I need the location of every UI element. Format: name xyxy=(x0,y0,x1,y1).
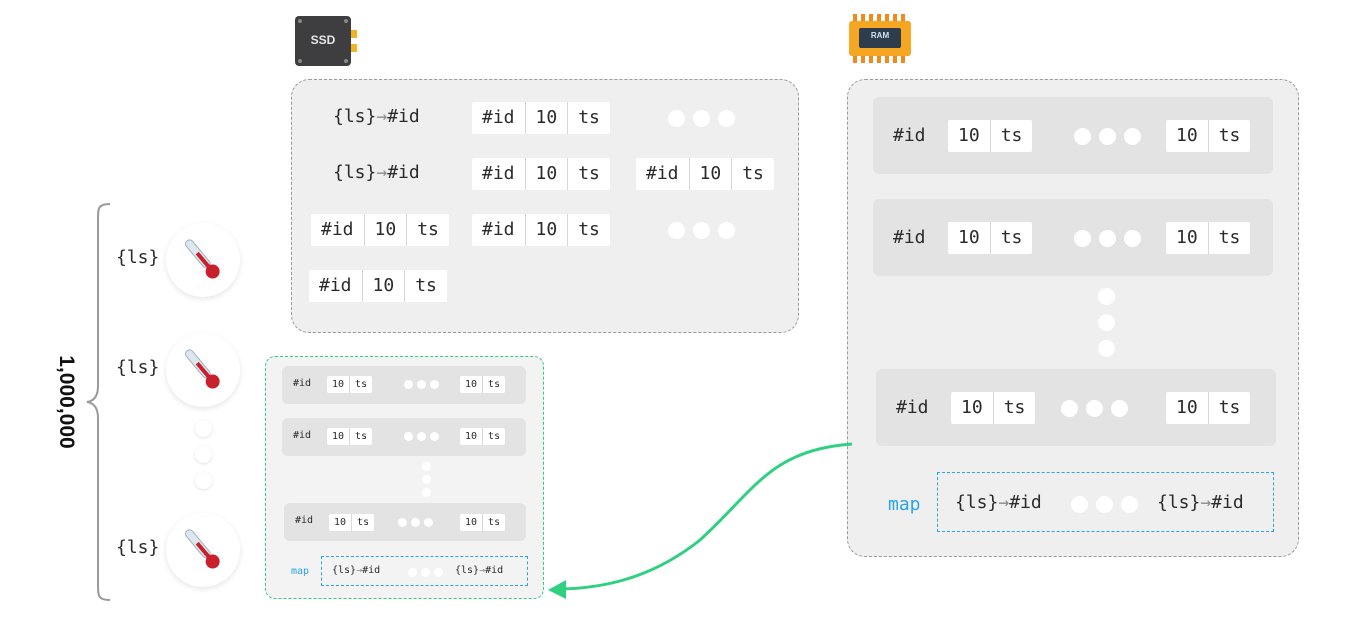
ellipsis-dots xyxy=(404,432,439,441)
ellipsis-dots xyxy=(1061,400,1128,417)
map-label: map xyxy=(888,494,921,515)
map-box xyxy=(937,472,1274,532)
map-entry: {ls}→#id xyxy=(955,492,1042,513)
series-id: #id xyxy=(893,227,926,248)
ellipsis-dots xyxy=(1071,496,1138,513)
ssd-map-key: {ls}→#id xyxy=(333,162,420,183)
flush-arrow xyxy=(548,442,853,599)
map-box xyxy=(321,556,528,586)
ssd-map-key: {ls}→#id xyxy=(333,106,420,127)
map-label: map xyxy=(291,566,310,577)
ssd-icon: SSD xyxy=(295,16,357,66)
map-entry: {ls}→#id xyxy=(1157,492,1244,513)
ellipsis-dots xyxy=(404,380,439,389)
ram-icon-label: RAM xyxy=(870,31,890,40)
series-id: #id xyxy=(293,378,312,389)
series-id: #id xyxy=(896,397,929,418)
map-entry: {ls}→#id xyxy=(455,565,504,576)
map-entry: {ls}→#id xyxy=(332,565,381,576)
series-id: #id xyxy=(893,125,926,146)
ellipsis-dots xyxy=(668,222,735,239)
curly-brace xyxy=(86,203,111,601)
vertical-ellipsis xyxy=(195,420,212,489)
thermometer-icon xyxy=(166,333,240,407)
ellipsis-dots xyxy=(1074,128,1141,145)
sensor-label: {ls} xyxy=(116,537,160,558)
vertical-ellipsis xyxy=(1098,288,1115,357)
ram-icon: RAM xyxy=(849,14,911,64)
sensor-label: {ls} xyxy=(116,247,160,268)
ellipsis-dots xyxy=(668,110,735,127)
thermometer-icon xyxy=(166,513,240,587)
ellipsis-dots xyxy=(1074,230,1141,247)
vertical-ellipsis xyxy=(422,462,431,497)
series-id: #id xyxy=(295,515,314,526)
ellipsis-dots xyxy=(408,568,443,577)
series-id: #id xyxy=(293,430,312,441)
thermometer-icon xyxy=(166,223,240,297)
sensor-label: {ls} xyxy=(116,357,160,378)
count-label: 1,000,000 xyxy=(55,355,78,449)
ssd-icon-label: SSD xyxy=(310,33,336,47)
ellipsis-dots xyxy=(398,518,433,527)
